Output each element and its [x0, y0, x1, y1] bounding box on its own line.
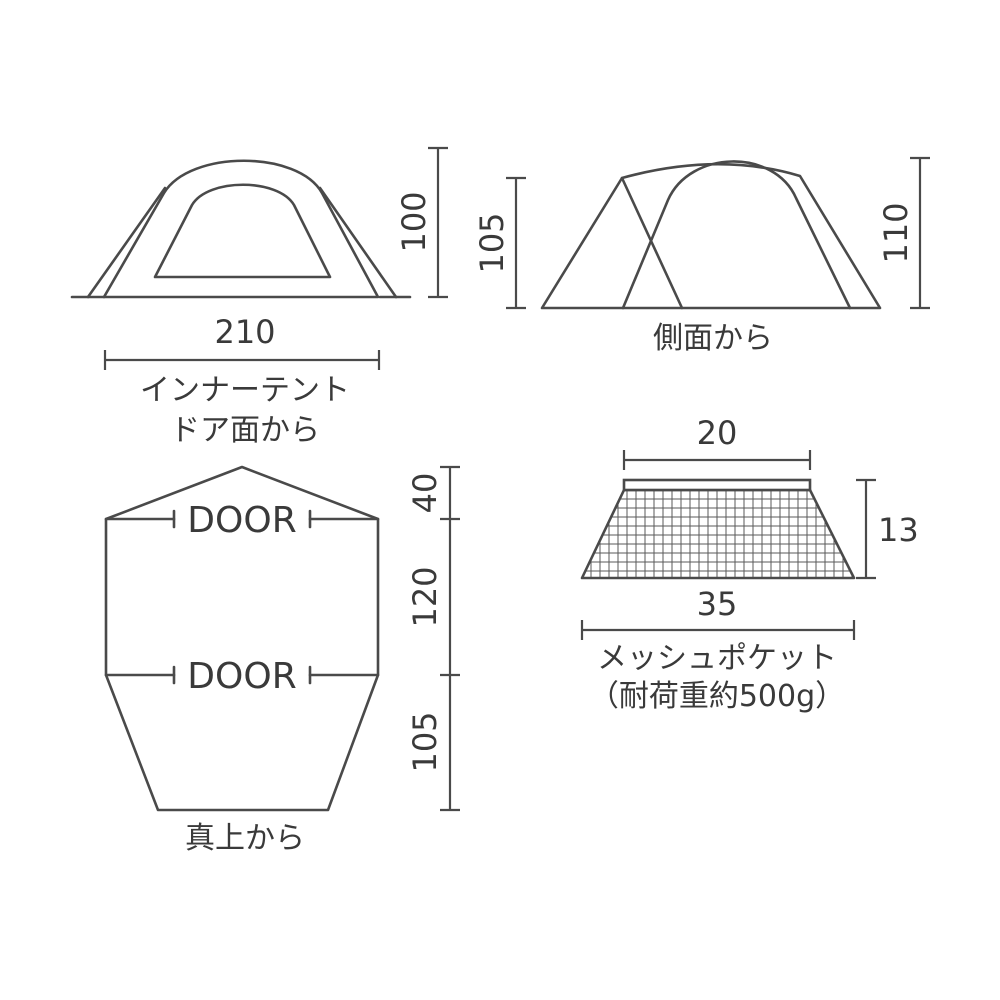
side-caption: 側面から: [653, 321, 773, 356]
front-height-label: 100: [395, 191, 433, 252]
side-left-height-label: 105: [473, 212, 511, 273]
mesh-bottom-width-label: 35: [697, 585, 738, 623]
mesh-pocket-outline: [580, 488, 856, 580]
front-door-panel: [153, 183, 332, 279]
mesh-pocket: 20 35 13 メッシュポケット （耐荷重約500g）: [580, 414, 919, 714]
top-dim-label-40: 40: [406, 473, 444, 514]
front-view: 210 100 インナーテント ドア面から: [70, 146, 448, 448]
mesh-height-label: 13: [878, 511, 919, 549]
front-dome-outline: [102, 159, 380, 299]
top-door2-label: DOOR: [187, 656, 296, 697]
top-dim-label-120: 120: [406, 566, 444, 627]
side-right-height-label: 110: [877, 202, 915, 263]
mesh-caption-line2: （耐荷重約500g）: [589, 679, 845, 714]
top-door1-label: DOOR: [187, 500, 296, 541]
front-fly-line-right: [318, 186, 398, 299]
top-view: DOOR DOOR 40 120 105 真上から: [104, 465, 460, 856]
top-caption: 真上から: [185, 821, 305, 856]
front-width-label: 210: [214, 313, 275, 351]
top-floor-outline: [104, 465, 380, 812]
mesh-pocket-top-band: [622, 478, 812, 492]
front-caption-line1: インナーテント: [140, 373, 350, 408]
front-caption-line2: ドア面から: [170, 413, 320, 448]
mesh-top-width-label: 20: [697, 414, 738, 452]
top-dim-label-105: 105: [406, 711, 444, 772]
mesh-pocket-grid: [582, 490, 854, 578]
side-fly-outline: [540, 162, 882, 310]
side-pole-cross: [620, 176, 684, 310]
mesh-caption-line1: メッシュポケット: [597, 641, 837, 676]
side-inner-dome: [621, 160, 852, 310]
side-view: 105 110 側面から: [473, 156, 930, 356]
front-fly-line-left: [86, 186, 167, 299]
